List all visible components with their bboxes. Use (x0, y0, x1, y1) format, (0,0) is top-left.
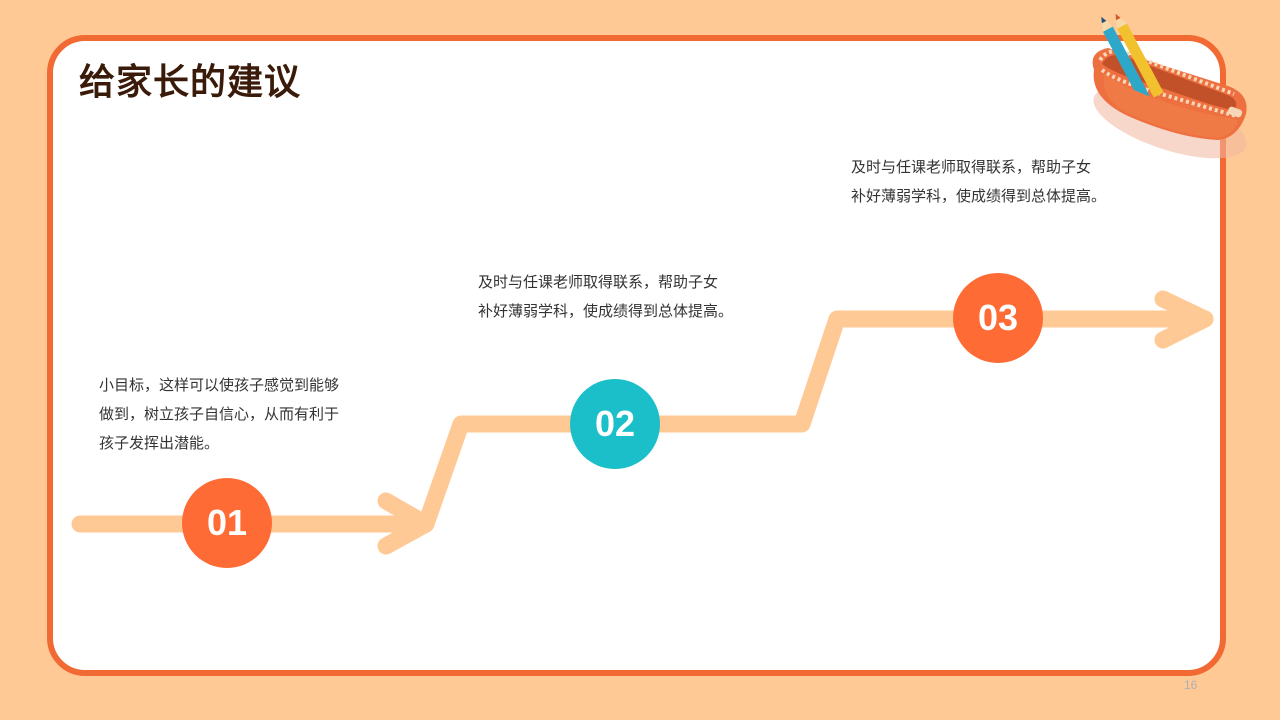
page-title: 给家长的建议 (79, 62, 302, 103)
pencil-case-icon (1092, 13, 1247, 159)
step-badge-02: 02 (570, 379, 660, 469)
step-badge-01: 01 (182, 478, 272, 568)
arrowhead-2 (1154, 290, 1214, 349)
step-text-02: 及时与任课老师取得联系，帮助子女 补好薄弱学科，使成绩得到总体提高。 (478, 273, 734, 320)
page-number: 16 (1184, 678, 1198, 692)
arrowhead-1 (377, 492, 435, 555)
step-text-01: 小目标，这样可以使孩子感觉到能够 做到，树立孩子自信心，从而有利于 孩子发挥出潜… (99, 376, 340, 452)
content-card (47, 35, 1226, 676)
step-badge-03: 03 (953, 273, 1043, 363)
step-text-03: 及时与任课老师取得联系，帮助子女 补好薄弱学科，使成绩得到总体提高。 (851, 158, 1107, 205)
